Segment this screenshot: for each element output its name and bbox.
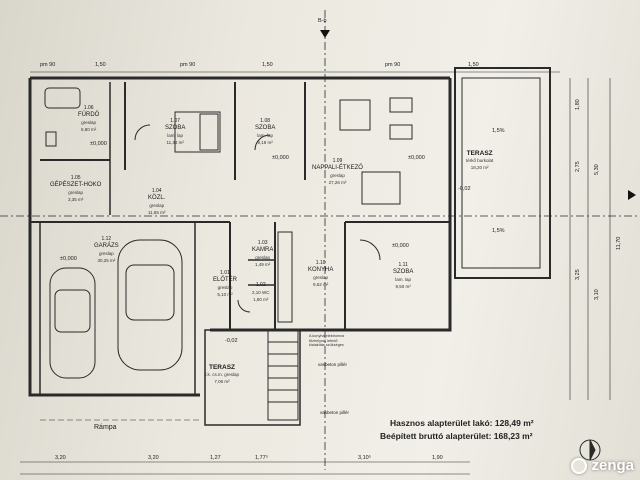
room-label-utility: 1.05 GÉPÉSZET-HOKO greslap 3,35 m² — [50, 175, 102, 202]
slope-mark-1: 1,5% — [492, 128, 505, 134]
room-label-wc: 1.02 2,10 WC 1,80 m² — [252, 282, 270, 302]
dim-top-6: 1,50 — [468, 62, 479, 68]
net-area-summary: Hasznos alapterület lakó: 128,49 m² — [390, 418, 534, 428]
level-mark-bath: ±0,000 — [90, 141, 107, 147]
dim-top-1: pm 90 — [40, 62, 56, 68]
room-label-room-1: 1.07 SZOBA lam. lap 11,34 m² — [165, 118, 186, 145]
dim-top-5: pm 90 — [385, 62, 401, 68]
dim-right-1: 1,80 — [575, 99, 581, 110]
dim-right-4: 5,30 — [594, 164, 600, 175]
pillar-note-2: vasbeton pillér — [320, 410, 350, 415]
room-label-kitchen: 1.10 KONYHA greslap 9,62 m² — [308, 260, 334, 287]
room-label-terrace-lower: TERASZ t.k. cs.m. greslap 7,06 m² — [205, 364, 240, 384]
dim-bottom-4: 1,77⁵ — [255, 455, 268, 461]
kitchen-note: A konyha elektromos tűzhelynél lefedő ki… — [309, 334, 345, 347]
pillar-note-1: vasbeton pillér — [318, 362, 348, 367]
slope-mark-2: 1,5% — [492, 228, 505, 234]
dim-bottom-2: 3,20 — [148, 455, 159, 461]
dim-right-2: 2,75 — [575, 161, 581, 172]
dim-top-3: pm 90 — [180, 62, 196, 68]
dim-bottom-5: 3,10⁵ — [358, 455, 371, 461]
level-mark-living: ±0,000 — [408, 155, 425, 161]
level-mark-entrance: -0,02 — [225, 338, 238, 344]
dim-bottom-3: 1,27 — [210, 455, 221, 461]
room-label-bathroom: 1.06 FÜRDŐ greslap 6,80 m² — [78, 105, 100, 132]
room-label-pantry: 1.03 KAMRA greslap 1,49 m² — [252, 240, 274, 267]
dim-top-4: 1,50 — [262, 62, 273, 68]
room-label-garage: 1.12 GARÁZS greslap 30,25 m² — [94, 236, 119, 263]
dim-right-5: 3,10 — [594, 289, 600, 300]
room-label-hallway: 1.04 KÖZL. greslap 11,65 m² — [148, 188, 166, 215]
section-mark-b: B-b — [318, 18, 327, 24]
gross-area-summary: Beépített bruttó alapterület: 168,23 m² — [380, 431, 533, 441]
zenga-logo: zenga — [571, 457, 634, 474]
dim-top-2: 1,50 — [95, 62, 106, 68]
level-mark-terrace: -0,02 — [458, 186, 471, 192]
room-label-terrace-right: TERASZ térkő burkolat 18,20 m² — [466, 150, 494, 170]
level-mark-room-3: ±0,000 — [392, 243, 409, 249]
dim-bottom-1: 3,20 — [55, 455, 66, 461]
dim-bottom-6: 1,90 — [432, 455, 443, 461]
room-label-entrance: 1.01 ELŐTÉR greslap 5,10 m² — [213, 270, 238, 297]
dim-right-3: 3,25 — [575, 269, 581, 280]
level-mark-room-2: ±0,000 — [272, 155, 289, 161]
room-label-room-3: 1.11 SZOBA lam. lap 9,50 m² — [393, 262, 414, 289]
dim-right-6: 11,70 — [616, 236, 622, 250]
ramp-label: Rámpa — [94, 424, 117, 431]
level-mark-garage: ±0,000 — [60, 256, 77, 262]
room-label-room-2: 1.08 SZOBA lam. lap 9,18 m² — [255, 118, 276, 145]
room-label-living-dining: 1.09 NAPPALI-ÉTKEZŐ greslap 27,26 m² — [312, 158, 363, 185]
